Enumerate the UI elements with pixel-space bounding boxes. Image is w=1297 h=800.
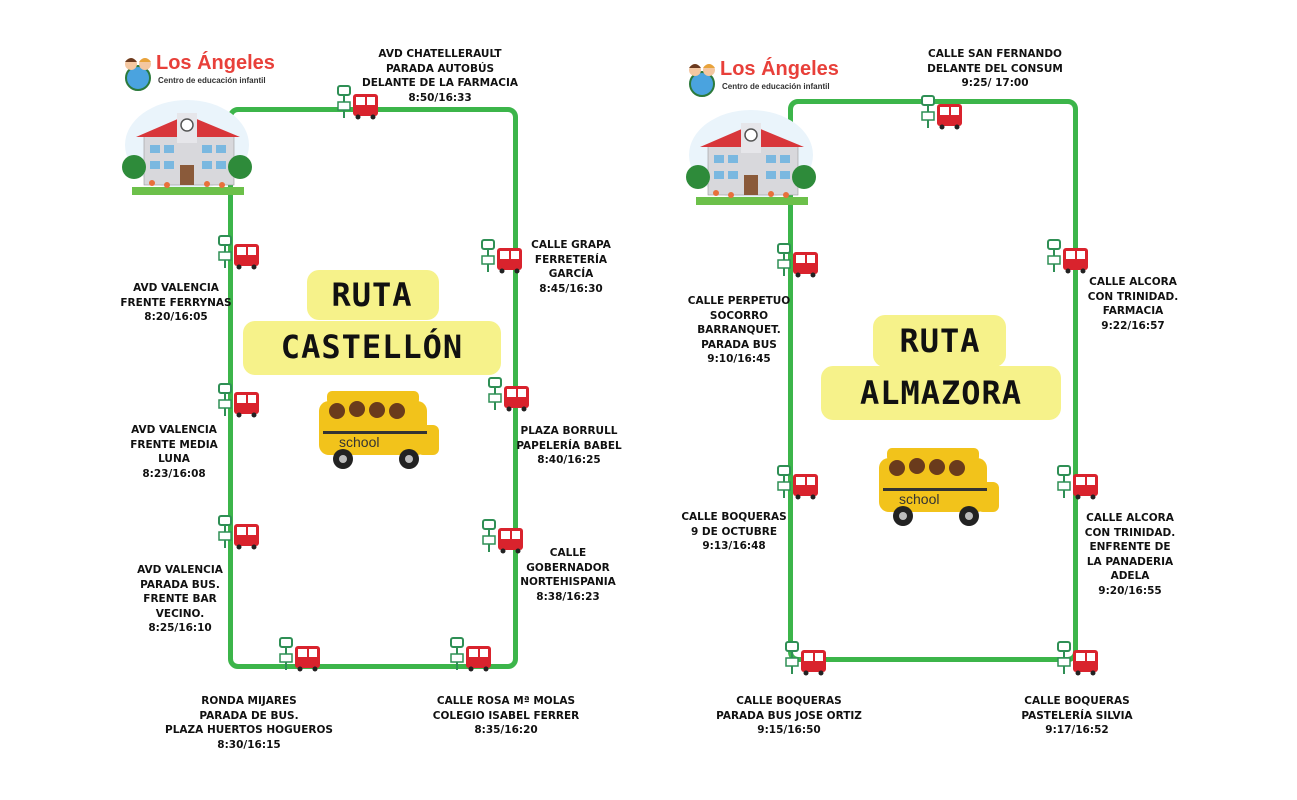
route-title-box — [243, 321, 501, 375]
bus-stop-icon — [921, 95, 962, 130]
bus-stop-icon — [777, 465, 818, 500]
route-title-box — [873, 315, 1006, 367]
logo-name: Los Ángeles — [156, 52, 275, 74]
bus-stop-icon — [218, 235, 259, 270]
bus-stop-icon — [1047, 239, 1088, 274]
route-title-line2: CASTELLÓN — [280, 328, 464, 366]
logo-name: Los Ángeles — [720, 58, 839, 80]
route-panel-castellon: Los Ángeles Centro de educación infantil… — [120, 48, 622, 751]
school-building-icon — [686, 110, 816, 205]
bus-stop-icon — [481, 239, 522, 274]
bus-stop-icon — [450, 637, 491, 672]
children-logo-icon — [125, 58, 151, 91]
bus-stop-icon — [1057, 465, 1098, 500]
logo-subtitle: Centro de educación infantil — [722, 82, 830, 91]
school-bus-icon: school — [319, 391, 439, 469]
school-logo: Los Ángeles Centro de educación infantil — [684, 58, 839, 98]
logo-subtitle: Centro de educación infantil — [158, 76, 266, 85]
bus-stop-icon — [218, 515, 259, 550]
route-title-box — [307, 270, 439, 320]
bus-stop-icon — [279, 637, 320, 672]
school-building-icon — [122, 100, 252, 195]
bus-stop-icon — [218, 383, 259, 418]
bus-stop-icon — [488, 377, 529, 412]
children-logo-icon — [689, 64, 715, 97]
bus-label: school — [339, 434, 379, 450]
bus-stop-icon — [337, 85, 378, 120]
bus-stop-icon — [785, 641, 826, 676]
school-bus-icon: school — [879, 448, 999, 526]
route-title-box — [821, 366, 1061, 420]
bus-stop-icon — [1057, 641, 1098, 676]
route-title-line2: ALMAZORA — [859, 374, 1023, 412]
route-panel-almazora: Los Ángeles Centro de educación infantil… — [650, 0, 1297, 800]
school-logo: Los Ángeles Centro de educación infantil — [120, 52, 275, 92]
route-title-line1: RUTA — [331, 276, 413, 314]
bus-label: school — [899, 491, 939, 507]
bus-stop-icon — [482, 519, 523, 554]
bus-stop-icon — [777, 243, 818, 278]
route-title-line1: RUTA — [899, 322, 981, 360]
